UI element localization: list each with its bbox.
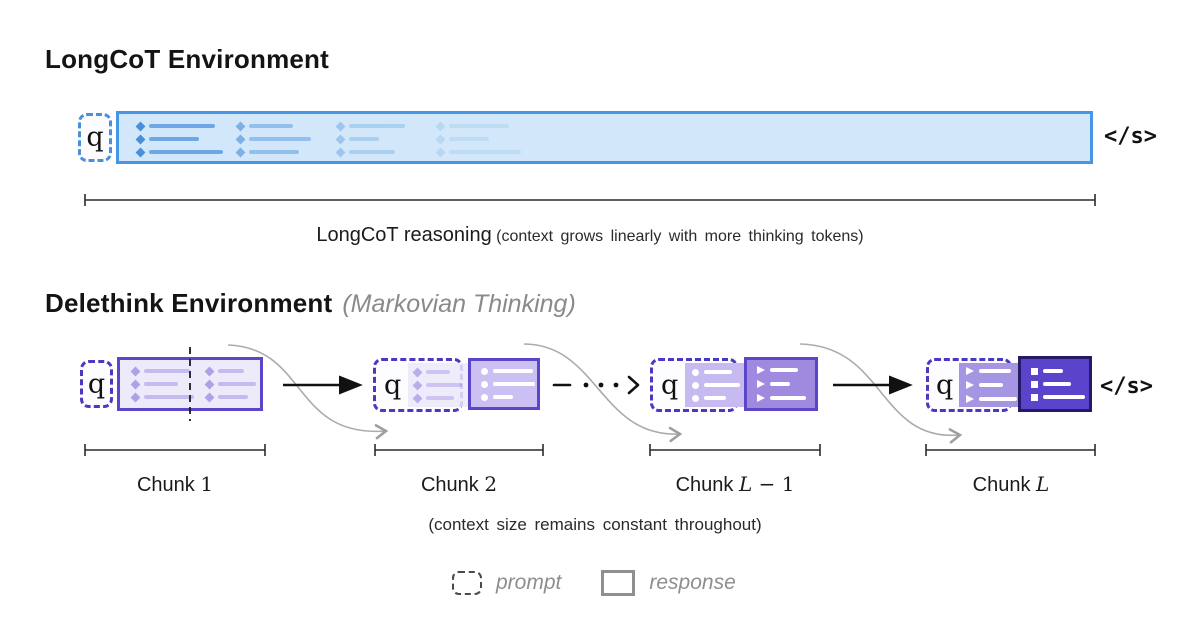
chunkL1-label: Chunk L − 1: [675, 472, 795, 496]
delethink-eos-token: </s>: [1100, 374, 1153, 399]
chunkL-label: Chunk L: [972, 472, 1050, 496]
q-label: q: [384, 369, 402, 401]
carryover-curves: [227, 343, 963, 444]
longcot-caption: LongCoT reasoning (context grows linearl…: [0, 224, 1180, 247]
ellipsis-arrow: [552, 375, 640, 395]
carried-reasoning-list-icon: [408, 363, 469, 407]
q-label: q: [661, 369, 679, 401]
longcot-response-bar: [116, 111, 1093, 164]
reasoning-list-icon: [335, 120, 405, 158]
longcot-eos-token: </s>: [1104, 124, 1157, 149]
longcot-caption-main: LongCoT reasoning: [316, 224, 492, 246]
longcot-caption-note: (context grows linearly with more thinki…: [496, 228, 864, 245]
chunk1-response-box: [117, 357, 263, 411]
chunkL1-prompt-box: q: [650, 358, 748, 412]
chunkL1-response-box: [744, 357, 818, 411]
longcot-prompt-box: q: [78, 113, 112, 162]
prompt-legend-icon: [452, 571, 482, 595]
reasoning-list-icon: [130, 365, 194, 403]
q-label: q: [87, 368, 106, 400]
response-legend-icon: [601, 570, 636, 596]
q-label: q: [86, 122, 104, 153]
delethink-subtitle: (Markovian Thinking): [342, 290, 576, 318]
chunk1-prompt-box: q: [80, 360, 113, 408]
reasoning-list-icon: [235, 120, 311, 158]
chunk1-label: Chunk 1: [136, 472, 214, 496]
prompt-legend-label: prompt: [496, 571, 562, 594]
response-legend-label: response: [649, 571, 736, 594]
chunk2-response-box: [468, 358, 540, 410]
reasoning-list-icon: [1031, 364, 1085, 404]
chunk2-label: Chunk 2: [420, 472, 498, 496]
q-label: q: [936, 369, 954, 401]
longcot-title: LongCoT Environment: [45, 44, 329, 74]
delethink-caption-note: (context size remains constant throughou…: [428, 515, 762, 534]
carried-reasoning-list-icon: [959, 363, 1025, 407]
reasoning-list-icon: [135, 120, 223, 158]
reasoning-list-icon: [757, 365, 806, 403]
reasoning-list-icon: [435, 120, 521, 158]
chunk-span-brackets: [84, 444, 1096, 456]
chunk2-prompt-box: q: [373, 358, 469, 412]
chunkL-prompt-box: q: [926, 358, 1025, 412]
longcot-span-bracket: [84, 194, 1096, 206]
chunkL-response-box: [1018, 356, 1092, 412]
reasoning-list-icon: [204, 365, 256, 403]
legend: prompt response: [452, 570, 736, 596]
delethink-title: Delethink Environment: [45, 288, 333, 318]
reasoning-list-icon: [481, 365, 535, 403]
carried-reasoning-list-icon: [685, 363, 748, 407]
